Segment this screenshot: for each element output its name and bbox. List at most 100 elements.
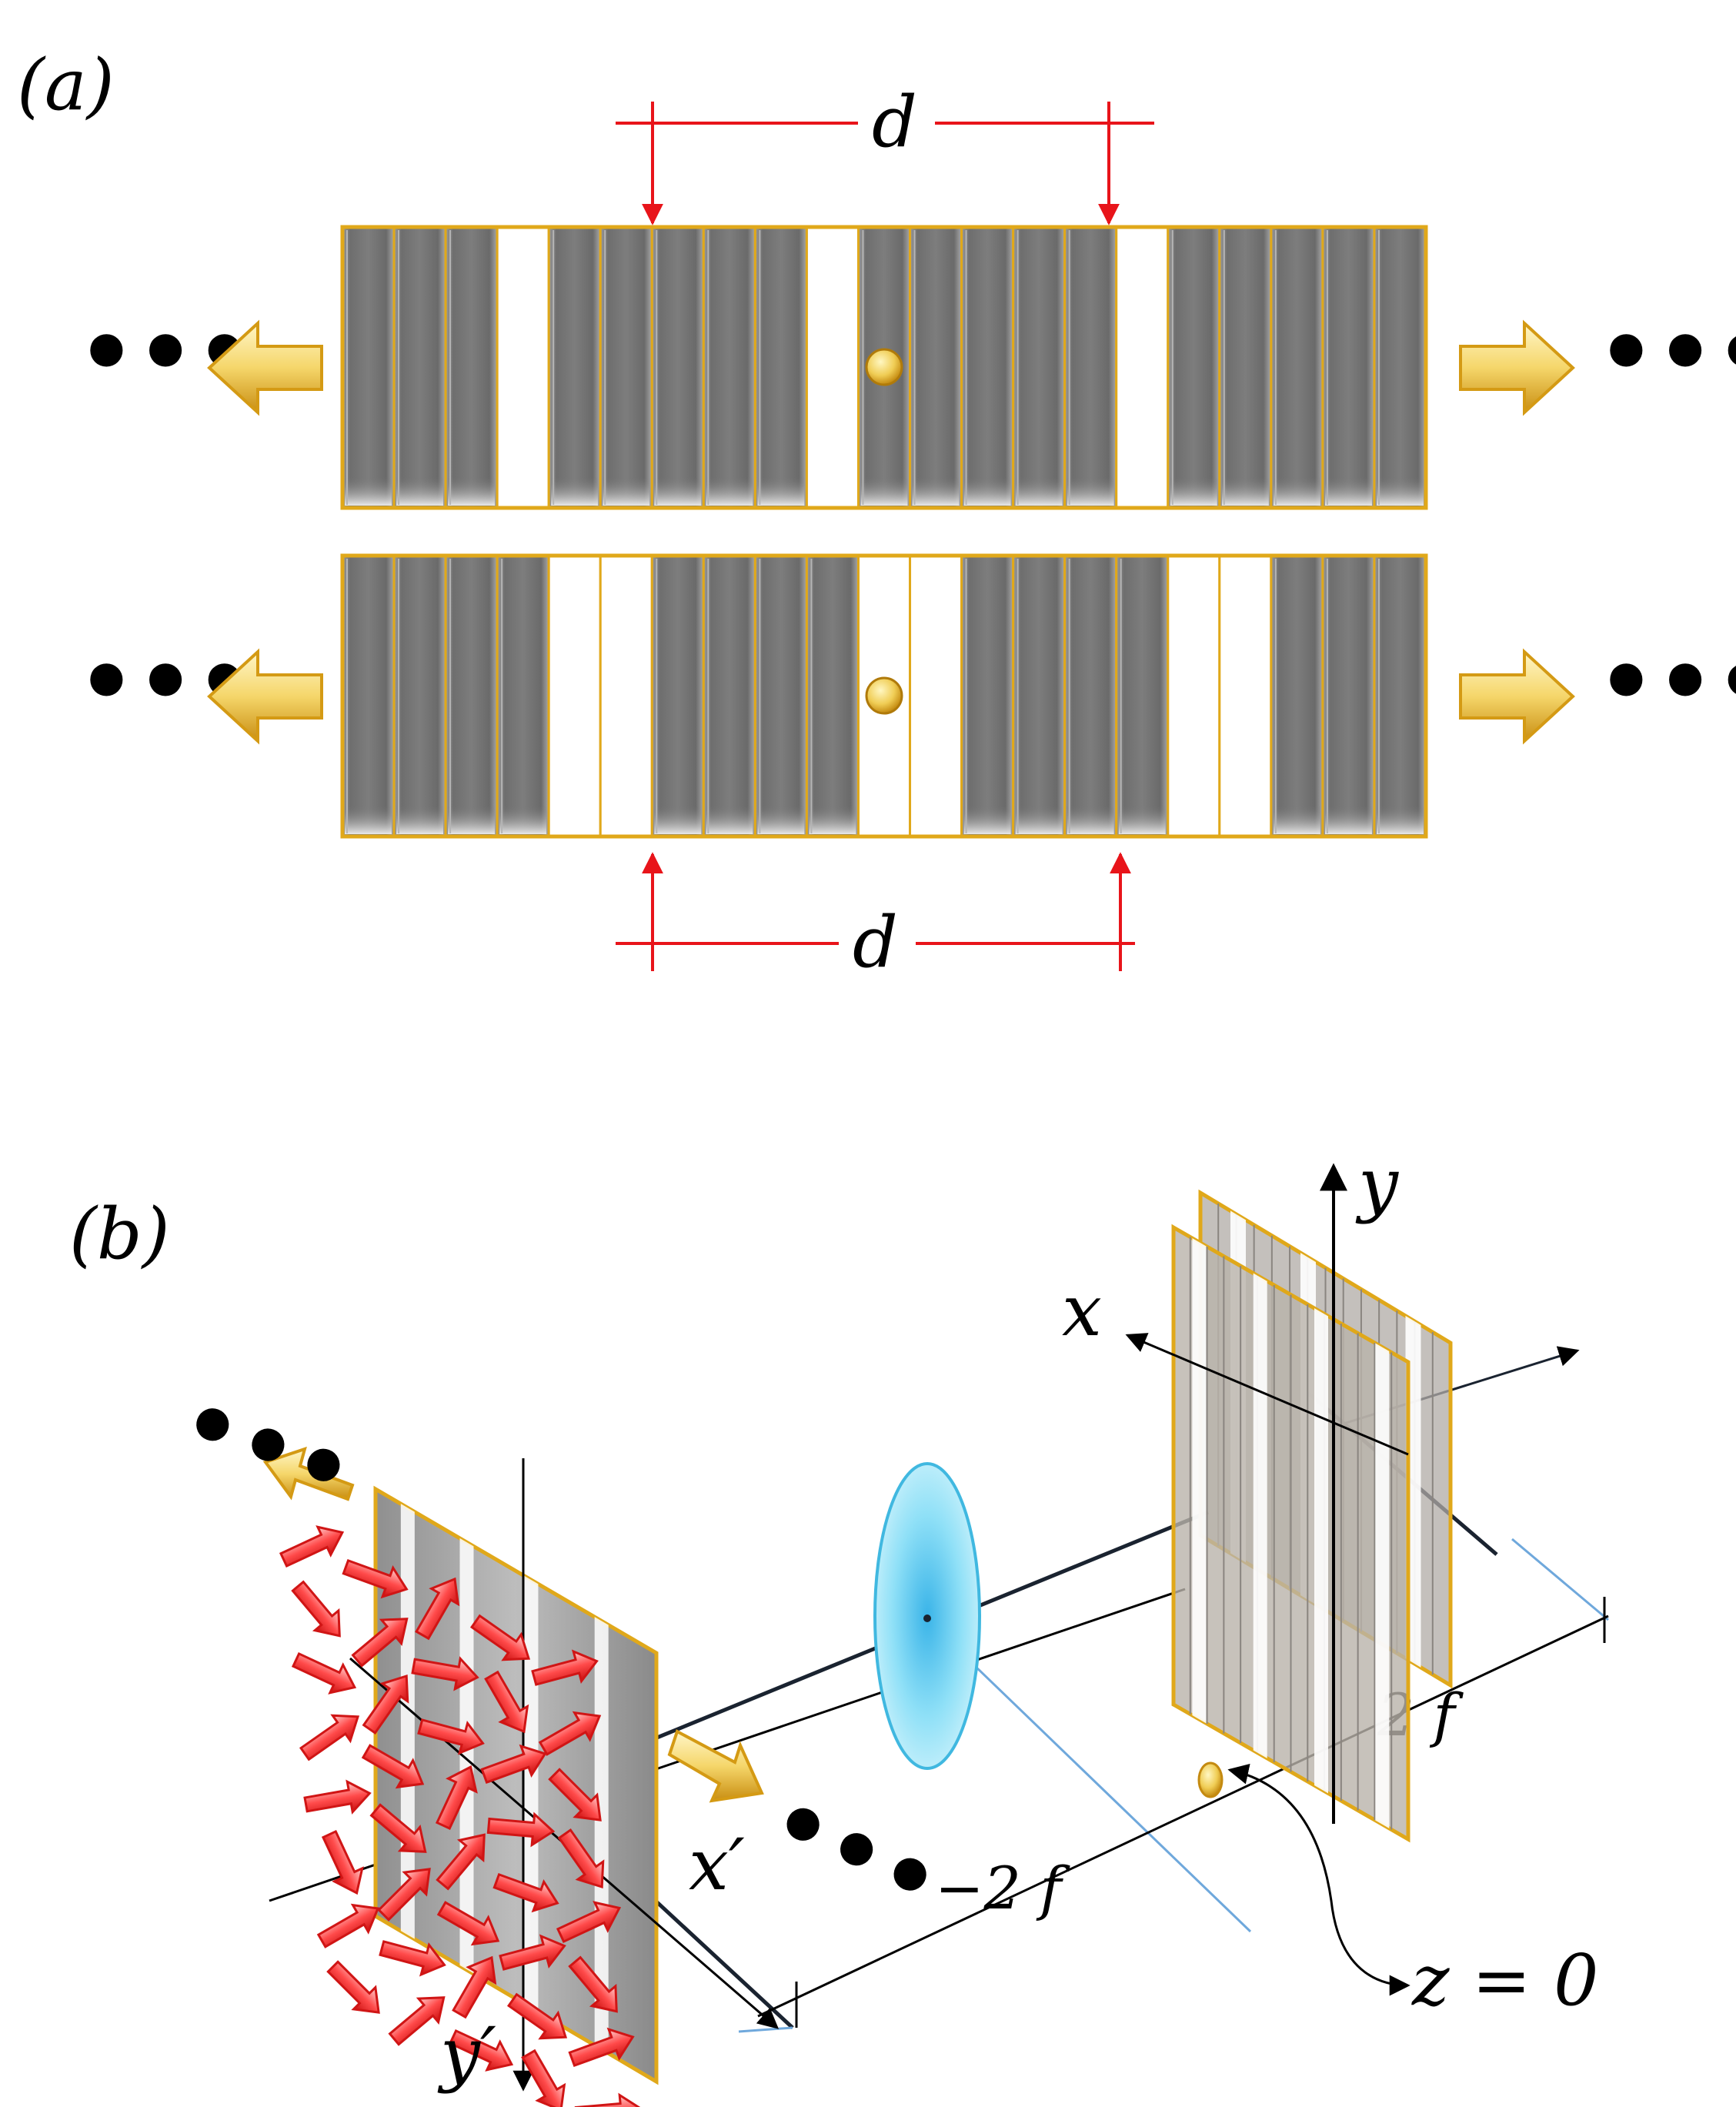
gray-bar [341,554,396,838]
beam-blue-right [1511,1538,1609,1621]
polarization-arrow-shape [448,2029,514,2072]
polarization-arrow-icon [436,1833,486,1891]
polarization-arrow-icon [411,1656,479,1691]
polarization-arrow-shape [369,1803,427,1853]
polarization-arrow-icon [351,1618,409,1668]
polarization-arrow-shape [291,1651,357,1695]
grating-slit [1314,1308,1328,1794]
gray-bar-shade [345,477,392,506]
gray-bar-shade [963,806,1011,834]
top-right-ellipsis: ••• [1597,300,1736,407]
polarization-arrow-shape [452,1955,497,2019]
white-slit [496,225,550,509]
bottom-right-arrow-icon [1459,648,1575,745]
lens-center [923,1614,931,1622]
axis-y-prime-label: y′ [437,2012,496,2095]
polarization-arrow-icon [574,2092,643,2107]
gray-bar [599,225,653,509]
gray-bar [444,554,499,838]
gray-bar-shade [396,806,444,834]
polarization-arrow-icon [448,2029,514,2072]
axis-y-label: y [1355,1143,1399,1225]
gray-bar [1373,554,1427,838]
gray-bar [1012,225,1067,509]
polarization-arrow-shape [556,1901,622,1944]
polarization-arrow-shape [568,2027,635,2068]
gray-bar-shade [1067,806,1114,834]
gray-bar-shade [345,806,392,834]
right-gratings: y x [1062,1143,1453,1843]
top-row: d ••• ••• [77,81,1736,510]
gray-bar [753,225,808,509]
polarization-arrow-icon [417,1718,485,1755]
polarization-arrow-icon [480,1744,547,1785]
polarization-arrow-shape [299,1714,360,1761]
gray-bar [960,554,1015,838]
gray-bar-shade [603,477,650,506]
left-plate: x′ y′ ••• ••• [165,1367,958,2107]
polarization-arrow-shape [362,1674,409,1735]
polarization-arrow-shape [326,1960,380,2014]
polarization-arrow-icon [568,2027,635,2068]
polarization-arrow-shape [415,1577,460,1641]
polarization-arrow-shape [506,1992,568,2040]
gray-bar-shade [809,806,856,834]
gray-bar [392,225,447,509]
panel-a-label: (a) [17,44,115,126]
polarization-arrow-icon [377,1868,431,1922]
polarization-arrow-shape [303,1779,372,1815]
axis-x-prime-label: x′ [689,1824,745,1906]
white-slit [805,225,860,509]
gray-bar-shade [1324,477,1372,506]
gray-bar [1321,225,1376,509]
polarization-arrow-icon [452,1955,497,2019]
gray-bar [547,225,602,509]
polarization-arrow-icon [316,1903,380,1948]
polarization-arrow-shape [388,1996,446,2046]
bottom-center-dot [865,676,903,715]
polarization-arrow-icon [436,1901,500,1946]
polarization-arrow-shape [342,1558,409,1599]
polarization-arrow-shape [548,1768,602,1822]
left-plate-body [373,1485,659,2085]
bottom-measure [616,852,1135,971]
polarization-arrow-icon [469,1614,531,1661]
gray-bar [650,554,705,838]
gray-bar-shade [654,477,702,506]
gray-bar [909,225,963,509]
gray-bar [702,225,756,509]
polarization-arrow-shape [321,1829,364,1895]
gray-bar [1270,225,1324,509]
bottom-left-arrow-icon [207,648,323,745]
gray-bar-shade [396,477,444,506]
polarization-arrow-shape [417,1718,485,1755]
gray-bar-shade [757,477,805,506]
polarization-arrow-icon [538,1711,602,1756]
gray-bar [1063,225,1118,509]
gray-bar [496,554,550,838]
polarization-arrow-shape [480,1744,547,1785]
top-right-arrow-icon [1459,319,1575,416]
polarization-arrow-icon [568,1955,618,2013]
polarization-arrow-icon [303,1779,372,1815]
polarization-arrow-shape [538,1711,602,1756]
gray-bar [960,225,1015,509]
polarization-arrow-shape [279,1525,345,1568]
polarization-arrow-shape [316,1903,380,1948]
gray-bar [1167,225,1221,509]
polarization-arrow-icon [484,1670,529,1734]
gray-bar-shade [1015,477,1063,506]
gray-bar [702,554,756,838]
left-plate-ellipsis: ••• [165,1367,369,1528]
polarization-arrow-icon [557,1828,605,1889]
white-slit [1218,554,1273,838]
gray-bar [1321,554,1376,838]
gray-bar [392,554,447,838]
right-plate-arrow-icon [667,1729,764,1803]
white-slit [909,554,963,838]
polarization-arrows [279,1525,643,2107]
polarization-arrow-shape [436,1833,486,1891]
polarization-arrow-shape [436,1901,500,1946]
gray-bar [1115,554,1170,838]
